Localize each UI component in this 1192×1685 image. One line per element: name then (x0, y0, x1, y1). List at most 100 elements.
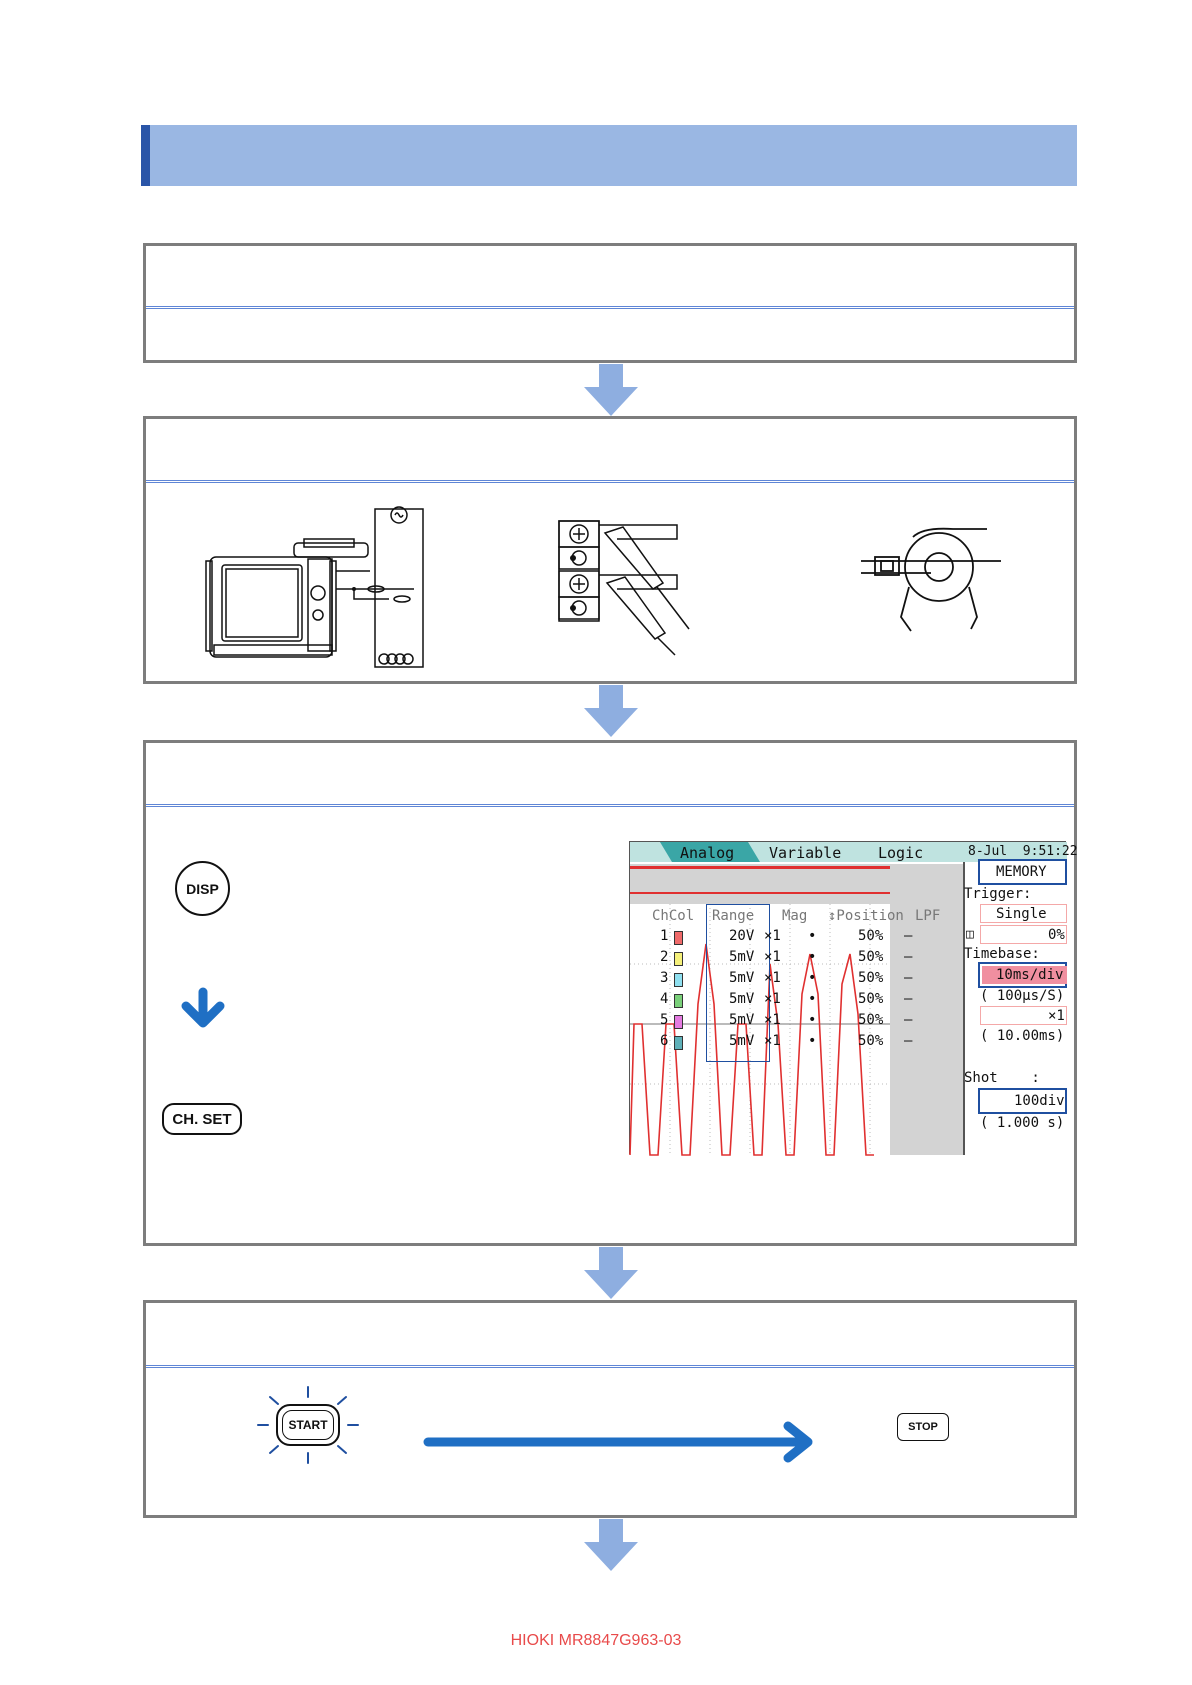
disp-key-label: DISP (186, 880, 219, 897)
trigger-position-value: 0% (1048, 927, 1065, 943)
magnification-value: ×1 (1048, 1008, 1065, 1024)
datetime-readout: 8-Jul 9:51:22 (968, 844, 1078, 859)
channel-color-swatch (674, 1036, 683, 1050)
start-key-label: START (288, 1418, 328, 1432)
step-4-divider (146, 1365, 1074, 1368)
red-line-second (630, 892, 890, 894)
row-channel: 3 (660, 970, 669, 986)
start-key[interactable]: START (276, 1404, 340, 1446)
instrument-screen: Analog Variable Logic 8-Jul 9:51:22 ChCo… (629, 841, 1078, 1156)
table-row[interactable]: 2 5mV ×1 • 50% – (652, 949, 952, 969)
section-header-bar (141, 125, 1077, 186)
row-range: 20V (729, 928, 755, 944)
mode-label: MEMORY (996, 864, 1047, 880)
shot-value: 100div (1014, 1093, 1065, 1109)
tab-logic-label[interactable]: Logic (878, 844, 924, 862)
row-mag: ×1 (764, 991, 781, 1007)
step-3-divider (146, 804, 1074, 807)
step-box-4 (143, 1300, 1077, 1518)
channel-color-swatch (674, 994, 683, 1008)
shot-time: ( 1.000 s) (980, 1115, 1065, 1131)
stop-key-label: STOP (908, 1421, 938, 1433)
channel-color-swatch (674, 931, 683, 945)
action-arrow-icon (423, 1421, 813, 1463)
stop-key[interactable]: STOP (897, 1413, 949, 1441)
gray-right-column (890, 864, 963, 1155)
timebase-value-fill (982, 966, 1067, 984)
trigger-position-icon: ◫ (966, 927, 974, 942)
red-line-top (630, 866, 890, 869)
document-footer: HIOKI MR8847G963-03 (510, 1632, 682, 1649)
trigger-value: Single (996, 906, 1047, 922)
row-dot: • (808, 1012, 817, 1028)
sample-rate: ( 100µs/S) (980, 988, 1065, 1004)
row-dot: • (808, 991, 817, 1007)
tab-analog[interactable] (660, 842, 760, 862)
start-key-inner (282, 1410, 334, 1440)
row-dot: • (808, 1033, 817, 1049)
row-mag: ×1 (764, 970, 781, 986)
down-arrow-icon (181, 987, 225, 1028)
channel-table-header: ChCol Range Mag ↕Position LPF (652, 908, 952, 926)
row-dot: • (808, 949, 817, 965)
row-lpf: – (904, 949, 913, 965)
waveform-trace (629, 904, 890, 1156)
row-range: 5mV (729, 949, 755, 965)
row-lpf: – (904, 991, 913, 1007)
col-mag: Mag (782, 908, 808, 924)
table-row[interactable]: 5 5mV ×1 • 50% – (652, 1012, 952, 1032)
row-mag: ×1 (764, 949, 781, 965)
row-position: 50% (858, 928, 884, 944)
step-box-2 (143, 416, 1077, 684)
timebase-label: Timebase: (964, 946, 1040, 962)
time-window: ( 10.00ms) (980, 1028, 1065, 1044)
step-1-divider (146, 306, 1074, 309)
trigger-value-field[interactable] (980, 904, 1067, 923)
col-position: ↕Position (828, 908, 904, 924)
tab-variable-label[interactable]: Variable (769, 844, 842, 862)
row-dot: • (808, 970, 817, 986)
row-position: 50% (858, 970, 884, 986)
mode-box[interactable] (978, 859, 1067, 885)
shot-box[interactable] (978, 1088, 1067, 1114)
row-position: 50% (858, 1033, 884, 1049)
table-row[interactable]: 3 5mV ×1 • 50% – (652, 970, 952, 990)
row-range: 5mV (729, 1033, 755, 1049)
row-position: 50% (858, 1012, 884, 1028)
row-range: 5mV (729, 970, 755, 986)
trigger-label: Trigger: (964, 886, 1032, 902)
table-row[interactable]: 6 5mV ×1 • 50% – (652, 1033, 952, 1053)
table-row[interactable]: 1 20V ×1 • 50% – (652, 928, 952, 948)
row-mag: ×1 (764, 1033, 781, 1049)
row-lpf: – (904, 1012, 913, 1028)
row-channel: 4 (660, 991, 669, 1007)
row-dot: • (808, 928, 817, 944)
tab-analog-label: Analog (680, 844, 735, 862)
ch-set-key[interactable]: CH. SET (162, 1103, 242, 1135)
magnification-field[interactable] (980, 1006, 1067, 1025)
col-range: Range (712, 908, 755, 924)
row-position: 50% (858, 991, 884, 1007)
step-2-divider (146, 480, 1074, 483)
timebase-value: 10ms/div (996, 967, 1064, 983)
col-chcol: ChCol (652, 908, 695, 924)
terminal-clip-illustration (558, 520, 690, 656)
row-mag: ×1 (764, 928, 781, 944)
channel-color-swatch (674, 1015, 683, 1029)
step-box-1 (143, 243, 1077, 363)
row-lpf: – (904, 1033, 913, 1049)
row-mag: ×1 (764, 1012, 781, 1028)
row-range: 5mV (729, 1012, 755, 1028)
instrument-illustration (205, 506, 424, 668)
clamp-sensor-illustration (861, 527, 1001, 632)
row-range: 5mV (729, 991, 755, 1007)
trigger-position-field[interactable] (980, 925, 1067, 944)
table-row[interactable]: 4 5mV ×1 • 50% – (652, 991, 952, 1011)
row-channel: 5 (660, 1012, 669, 1028)
ch-set-key-label: CH. SET (172, 1110, 232, 1128)
channel-color-swatch (674, 973, 683, 987)
row-lpf: – (904, 928, 913, 944)
row-channel: 6 (660, 1033, 669, 1049)
row-lpf: – (904, 970, 913, 986)
disp-key[interactable]: DISP (175, 861, 230, 916)
